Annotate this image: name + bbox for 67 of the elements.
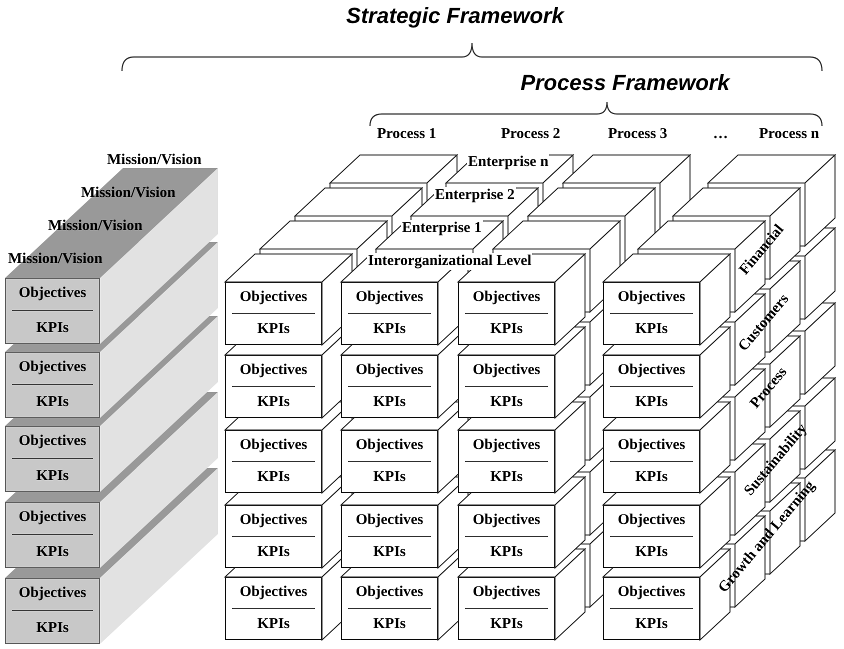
kpis-label: KPIs	[635, 469, 668, 486]
objectives-label: Objectives	[240, 362, 308, 379]
kpis-label: KPIs	[373, 469, 406, 486]
slab-front-face	[5, 426, 100, 492]
kpis-label: KPIs	[257, 469, 290, 486]
axis-label: Process n	[758, 126, 820, 142]
objectives-label: Objectives	[240, 288, 308, 306]
objectives-label: Objectives	[472, 436, 540, 454]
kpis-label: KPIs	[257, 544, 290, 562]
kpis-label: KPIs	[490, 544, 523, 562]
kpis-label: KPIs	[635, 394, 668, 412]
layer-label: Interorganizational Level	[367, 253, 532, 270]
objectives-label: Objectives	[240, 512, 308, 529]
objectives-label: Objectives	[356, 288, 424, 306]
objectives-label: Objectives	[472, 362, 540, 379]
objectives-label: Objectives	[356, 436, 424, 454]
objectives-label: Objectives	[618, 584, 686, 601]
kpis-label: KPIs	[490, 616, 523, 634]
kpis-label: KPIs	[36, 468, 69, 485]
slab-front-face	[5, 352, 100, 418]
kpis-label: KPIs	[257, 616, 290, 634]
kpis-label: KPIs	[36, 320, 69, 337]
slab-front-face	[5, 578, 100, 644]
kpis-label: KPIs	[36, 620, 69, 637]
objectives-label: Objectives	[240, 436, 308, 454]
objectives-label: Objectives	[618, 288, 686, 306]
axis-label: Process 1	[376, 126, 438, 142]
objectives-label: Objectives	[18, 285, 86, 302]
objectives-label: Objectives	[18, 433, 86, 450]
objectives-label: Objectives	[18, 359, 86, 376]
objectives-label: Objectives	[356, 512, 424, 529]
objectives-label: Objectives	[472, 512, 540, 529]
objectives-label: Objectives	[618, 512, 686, 529]
kpis-label: KPIs	[257, 321, 290, 338]
layer-label: Enterprise n	[467, 154, 550, 170]
slab-front-face	[5, 278, 100, 344]
objectives-label: Objectives	[356, 584, 424, 601]
kpis-label: KPIs	[36, 544, 69, 561]
objectives-label: Objectives	[472, 288, 540, 306]
objectives-label: Objectives	[618, 436, 686, 454]
objectives-label: Objectives	[240, 584, 308, 601]
objectives-label: Objectives	[618, 362, 686, 379]
kpis-label: KPIs	[490, 394, 523, 412]
kpis-label: KPIs	[635, 321, 668, 338]
kpis-label: KPIs	[635, 544, 668, 562]
axis-label: Process 3	[607, 126, 668, 142]
kpis-label: KPIs	[373, 394, 406, 412]
slab-front-face	[5, 502, 100, 568]
kpis-label: KPIs	[257, 394, 290, 412]
kpis-label: KPIs	[373, 616, 406, 634]
kpis-label: KPIs	[373, 321, 406, 338]
objectives-label: Objectives	[18, 585, 86, 602]
kpis-label: KPIs	[490, 321, 523, 338]
kpis-label: KPIs	[490, 469, 523, 486]
kpis-label: KPIs	[635, 616, 668, 634]
layer-label: Enterprise 2	[434, 187, 516, 204]
kpis-label: KPIs	[36, 394, 69, 411]
subtitle: Process Framework	[520, 70, 730, 96]
objectives-label: Objectives	[18, 509, 86, 526]
objectives-label: Objectives	[356, 362, 424, 379]
axis-label: …	[712, 126, 729, 142]
kpis-label: KPIs	[373, 544, 406, 562]
layer-label: Enterprise 1	[401, 220, 483, 236]
objectives-label: Objectives	[472, 584, 540, 601]
title: Strategic Framework	[346, 3, 564, 29]
axis-label: Process 2	[500, 126, 562, 142]
axis-label: Mission/Vision	[106, 152, 202, 168]
